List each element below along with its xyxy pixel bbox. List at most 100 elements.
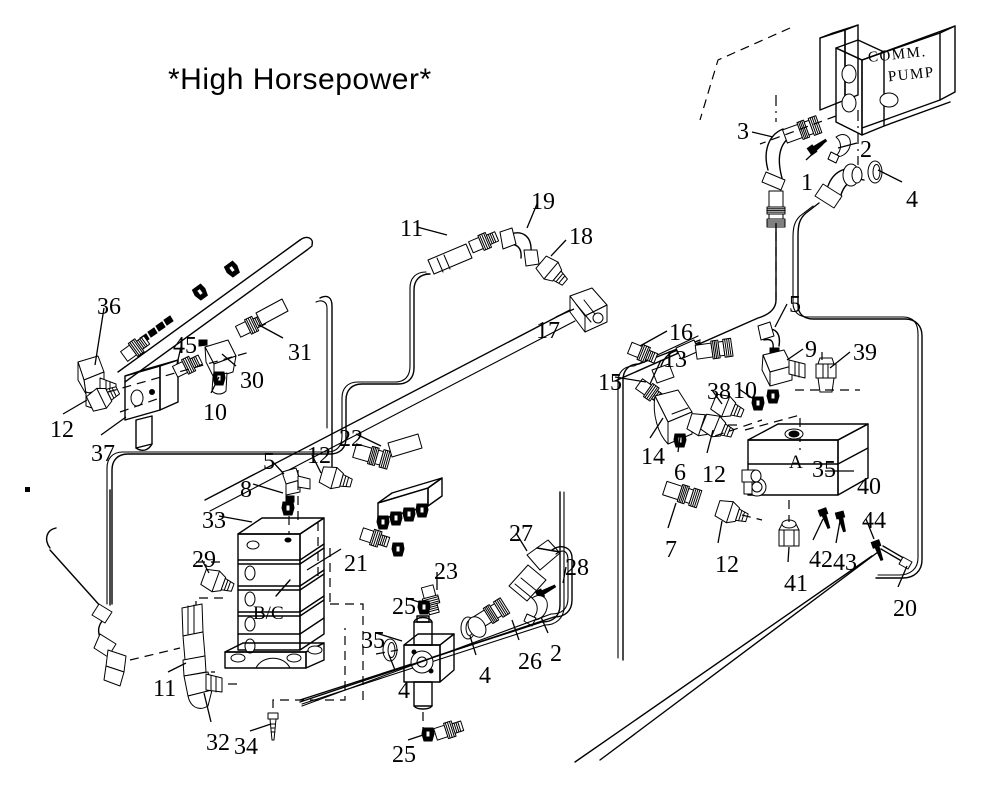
leader-line-41 xyxy=(787,546,790,563)
leader-line-10 xyxy=(738,388,756,401)
callout-4-47: 4 xyxy=(479,663,491,689)
hose-11-lower xyxy=(181,603,207,677)
rail-21 xyxy=(376,477,443,530)
leader-line-26 xyxy=(511,619,520,641)
leader-line-34 xyxy=(249,723,272,732)
bolt-20 xyxy=(880,545,913,570)
leader-line-6 xyxy=(677,436,681,453)
bottom-valve-35 xyxy=(375,583,476,743)
hose-11-assembly xyxy=(106,227,608,605)
hose-lower-left xyxy=(45,527,240,709)
callout-28-50: 28 xyxy=(565,555,589,581)
leader-line-22 xyxy=(355,433,382,447)
leader-line-1 xyxy=(805,143,824,161)
leader-line-4 xyxy=(388,654,396,671)
callout-8-36: 8 xyxy=(240,477,252,503)
leader-line-9 xyxy=(786,348,804,361)
callout-39-25: 39 xyxy=(853,340,877,366)
leader-line-18 xyxy=(550,239,567,257)
leader-line-3 xyxy=(751,131,774,138)
clip-2b xyxy=(523,595,548,627)
leader-line-31 xyxy=(258,324,284,339)
tube-clamp xyxy=(223,260,242,279)
callout-14-20: 14 xyxy=(641,444,665,470)
callout-12-34: 12 xyxy=(307,443,331,469)
callout-34-41: 34 xyxy=(234,734,258,760)
tee-14 xyxy=(653,389,693,445)
leader-line-7 xyxy=(667,502,677,529)
leader-line-4 xyxy=(877,169,903,183)
callout-35-45: 35 xyxy=(361,628,385,654)
callout-5-23: 5 xyxy=(789,292,801,318)
elbow-32 xyxy=(183,671,223,709)
scan-artifact xyxy=(25,487,30,492)
leader-line-30 xyxy=(221,353,237,367)
valve-body-37 xyxy=(124,359,179,452)
callout-6-21: 6 xyxy=(674,460,686,486)
callout-11-42: 11 xyxy=(153,676,177,702)
callout-41-28: 41 xyxy=(784,571,808,597)
callout-18-5: 18 xyxy=(569,224,593,250)
fitting-17 xyxy=(569,287,608,333)
callout-27-49: 27 xyxy=(509,521,533,547)
callout-2-51: 2 xyxy=(550,641,562,667)
label-port-a: A xyxy=(789,452,803,473)
leader-line-10 xyxy=(210,376,220,394)
leader-line-14 xyxy=(649,417,664,439)
callout-44-31: 44 xyxy=(862,508,886,534)
leader-line-32 xyxy=(203,692,212,723)
leader-line-36 xyxy=(94,307,105,366)
leader-line-33 xyxy=(218,515,253,523)
leader-line-25 xyxy=(405,597,423,604)
callout-15-17: 15 xyxy=(598,370,622,396)
callout-4-46: 4 xyxy=(398,678,410,704)
tee-9 xyxy=(761,349,806,387)
leader-line-35 xyxy=(375,632,403,642)
elbow-19 xyxy=(499,227,540,267)
leader-line-8 xyxy=(252,483,284,494)
page-title: *High Horsepower* xyxy=(168,63,432,96)
leader-line-5 xyxy=(774,303,788,328)
leader-line-44 xyxy=(865,518,875,540)
screw-34 xyxy=(267,712,279,741)
callout-30-11: 30 xyxy=(240,368,264,394)
tee-30 xyxy=(198,339,237,395)
leader-line-12 xyxy=(706,429,714,454)
callout-35-26: 35 xyxy=(812,457,836,483)
callout-43-30: 43 xyxy=(833,550,857,576)
cluster-26-27 xyxy=(299,539,573,707)
callout-36-8: 36 xyxy=(97,294,121,320)
callout-45-9: 45 xyxy=(173,333,197,359)
leader-line-12 xyxy=(311,454,322,474)
callout-20-32: 20 xyxy=(893,596,917,622)
leader-line-2 xyxy=(540,616,549,634)
hose-end-27 xyxy=(508,539,561,602)
manifold-block-a xyxy=(574,423,913,763)
callout-37-14: 37 xyxy=(91,441,115,467)
callout-12-13: 12 xyxy=(50,417,74,443)
callout-21-38: 21 xyxy=(344,551,368,577)
callout-13-16: 13 xyxy=(663,347,687,373)
plug-39 xyxy=(815,357,837,393)
leader-line-21 xyxy=(306,548,342,571)
callout-7-53: 7 xyxy=(665,537,677,563)
leader-line-4 xyxy=(469,635,477,656)
leader-line-45 xyxy=(176,346,182,365)
leader-line-11 xyxy=(167,662,187,673)
leader-line-2 xyxy=(837,142,858,149)
leader-line-11 xyxy=(416,226,448,236)
callout-16-15: 16 xyxy=(669,320,693,346)
callout-29-39: 29 xyxy=(192,547,216,573)
elbow-5b xyxy=(281,467,311,503)
elbow-5 xyxy=(757,321,781,356)
leader-line-38 xyxy=(711,389,723,405)
clamp-10 xyxy=(212,371,226,386)
clip-2 xyxy=(827,134,851,164)
callout-10-12: 10 xyxy=(203,400,227,426)
callout-5-35: 5 xyxy=(263,449,275,475)
leader-line-17 xyxy=(555,308,575,318)
cluster-right-top xyxy=(694,321,860,404)
cluster-22 xyxy=(281,433,443,580)
callout-1-1: 1 xyxy=(801,170,813,196)
